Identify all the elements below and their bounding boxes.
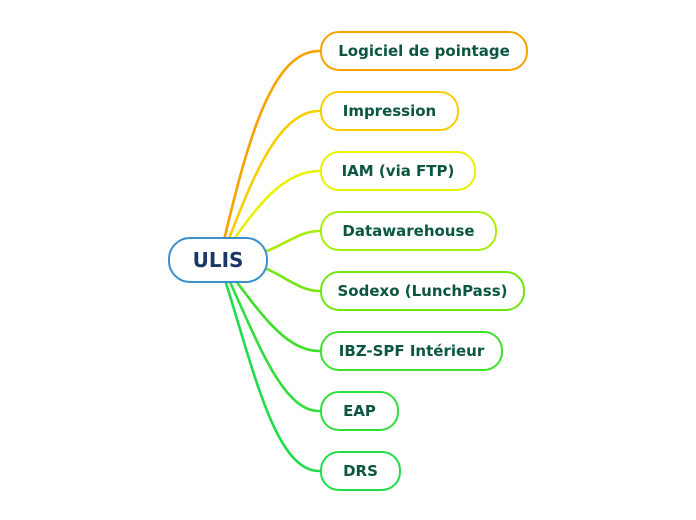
branch-curve-eap (228, 280, 321, 413)
branch-curve-datawarehouse (265, 229, 321, 253)
branch-curve-logiciel-de-pointage (222, 49, 321, 242)
node-label: DRS (343, 462, 378, 480)
node-label: Datawarehouse (342, 222, 475, 240)
root-node-ulis[interactable]: ULIS (168, 237, 268, 283)
root-node-label: ULIS (192, 248, 244, 272)
node-drs[interactable]: DRS (320, 451, 401, 491)
node-label: Impression (342, 102, 437, 120)
branch-curve-sodexo-lunchpass (265, 267, 321, 293)
branch-curve-iam-via-ftp (230, 169, 321, 244)
branch-curve-drs (224, 281, 321, 473)
node-logiciel-de-pointage[interactable]: Logiciel de pointage (320, 31, 528, 71)
branch-curve-impression (226, 109, 321, 243)
node-iam-via-ftp[interactable]: IAM (via FTP) (320, 151, 476, 191)
node-label: EAP (343, 402, 376, 420)
branch-curve-ibz-spf-interieur (234, 279, 321, 353)
node-label: Sodexo (LunchPass) (337, 282, 508, 300)
node-label: IBZ-SPF Intérieur (338, 342, 485, 360)
node-datawarehouse[interactable]: Datawarehouse (320, 211, 497, 251)
node-eap[interactable]: EAP (320, 391, 399, 431)
node-label: IAM (via FTP) (341, 162, 455, 180)
node-ibz-spf-interieur[interactable]: IBZ-SPF Intérieur (320, 331, 503, 371)
node-impression[interactable]: Impression (320, 91, 459, 131)
node-sodexo-lunchpass[interactable]: Sodexo (LunchPass) (320, 271, 525, 311)
node-label: Logiciel de pointage (338, 42, 510, 60)
